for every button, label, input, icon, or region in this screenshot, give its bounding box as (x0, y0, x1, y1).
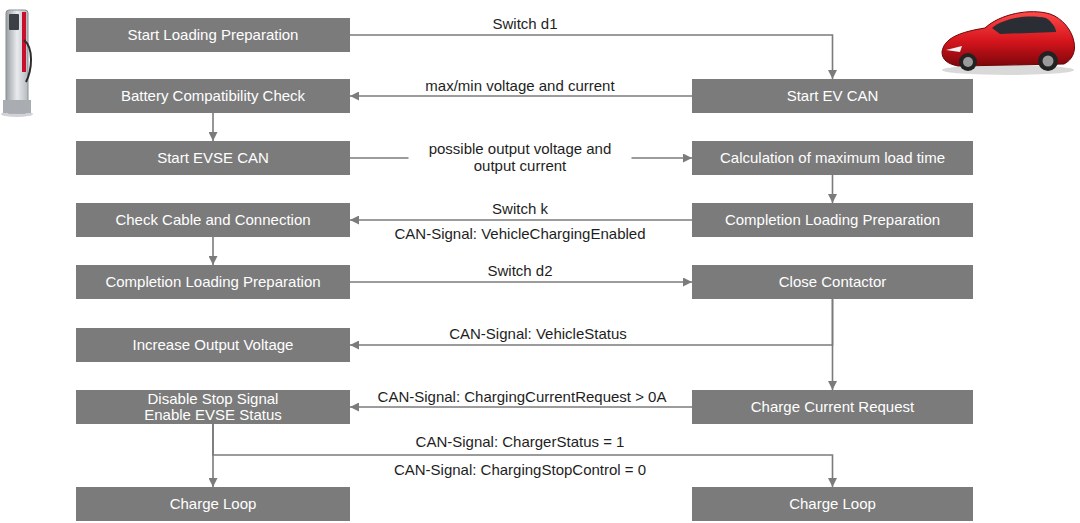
process-box: Check Cable and Connection (76, 203, 350, 237)
flow-arrow (213, 424, 833, 487)
flow-arrow (350, 281, 692, 283)
process-box: Start EV CAN (692, 79, 973, 113)
flow-arrow (350, 299, 833, 345)
process-box: Charge Loop (76, 487, 350, 521)
process-box: Calculation of maximum load time (692, 141, 973, 175)
process-box: Completion Loading Preparation (692, 203, 973, 237)
signal-label: CAN-Signal: ChargerStatus = 1 (412, 433, 629, 450)
process-box: Increase Output Voltage (76, 328, 350, 362)
box-text: Check Cable and Connection (115, 212, 310, 228)
process-box: Charge Loop (692, 487, 973, 521)
car-wheel (1038, 51, 1058, 71)
box-text: Increase Output Voltage (133, 337, 294, 353)
car-headlight (946, 46, 962, 52)
box-text: Charge Loop (170, 496, 257, 512)
car-window (992, 16, 1056, 34)
process-box: Completion Loading Preparation (76, 265, 350, 299)
flow-arrow (350, 35, 833, 79)
signal-label: Switch k (488, 200, 552, 217)
flow-arrow (832, 175, 834, 203)
signal-label: possible output voltage and output curre… (409, 140, 632, 174)
charging-station-icon (1, 10, 33, 117)
box-text: Charge Loop (789, 496, 876, 512)
box-text: Start EV CAN (787, 88, 879, 104)
process-box: Start EVSE CAN (76, 141, 350, 175)
flow-arrow (832, 299, 834, 390)
box-text: Calculation of maximum load time (720, 150, 945, 166)
flow-arrow (350, 219, 692, 221)
flow-arrow (212, 113, 214, 141)
process-box: Close Contactor (692, 265, 973, 299)
process-box: Battery Compatibility Check (76, 79, 350, 113)
station-screen (9, 14, 19, 30)
car-wheel (959, 53, 977, 71)
signal-label: CAN-Signal: ChargingStopControl = 0 (390, 461, 650, 478)
process-box: Charge Current Request (692, 390, 973, 424)
box-text: Disable Stop Signal (148, 391, 279, 407)
car-rim (1043, 56, 1054, 67)
box-text: Start Loading Preparation (128, 27, 299, 43)
station-base (3, 100, 31, 113)
station-cable (24, 40, 31, 82)
car-rim (963, 57, 973, 67)
flow-arrow (350, 406, 692, 408)
process-box: Start Loading Preparation (76, 18, 350, 52)
process-box: Disable Stop SignalEnable EVSE Status (76, 390, 350, 424)
signal-label: CAN-Signal: VehicleChargingEnabled (391, 225, 650, 242)
box-text: Start EVSE CAN (157, 150, 269, 166)
signal-label: Switch d1 (488, 15, 561, 32)
flow-arrow (212, 237, 214, 265)
signal-label: Switch d2 (483, 262, 556, 279)
box-text: Battery Compatibility Check (121, 88, 305, 104)
car-icon (942, 12, 1075, 75)
box-text: Close Contactor (779, 274, 887, 290)
box-text: Enable EVSE Status (144, 407, 282, 423)
signal-label: CAN-Signal: VehicleStatus (445, 325, 631, 342)
flow-arrow (350, 95, 692, 97)
box-text: Completion Loading Preparation (105, 274, 320, 290)
signal-label: CAN-Signal: ChargingCurrentRequest > 0A (374, 388, 671, 405)
station-pillar (6, 10, 28, 113)
box-text: Charge Current Request (751, 399, 914, 415)
signal-label: max/min voltage and current (421, 77, 618, 94)
box-text: Completion Loading Preparation (725, 212, 940, 228)
